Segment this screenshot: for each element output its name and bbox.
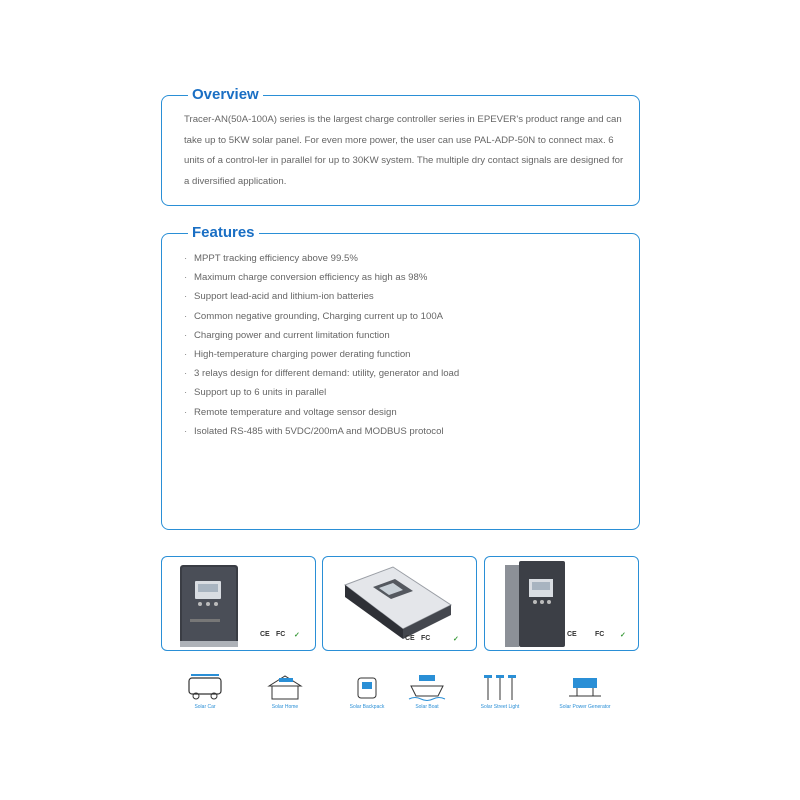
application-label: Solar Backpack — [349, 704, 385, 710]
product-image-side: CE FC ✓ — [484, 556, 639, 651]
application-item: Solar Backpack — [332, 672, 402, 710]
applications-row: Solar Car Solar Home Solar Backpack Sola… — [160, 672, 640, 717]
controller-side-image — [505, 561, 565, 647]
features-panel: Features ·MPPT tracking efficiency above… — [161, 224, 640, 530]
application-item: Solar Power Generator — [550, 672, 620, 710]
application-label: Solar Boat — [415, 704, 439, 710]
controller-front-image — [180, 565, 238, 647]
backpack-icon — [357, 677, 377, 699]
ce-mark: CE — [567, 631, 577, 638]
fc-mark: FC — [421, 635, 431, 642]
controller-angled-image — [343, 566, 453, 639]
features-title: Features — [188, 224, 259, 241]
feature-item: ·Common negative grounding, Charging cur… — [184, 310, 444, 322]
feature-item: ·Isolated RS-485 with 5VDC/200mA and MOD… — [184, 425, 444, 437]
application-label: Solar Street Light — [480, 704, 520, 710]
street-light-icon — [484, 675, 516, 700]
application-item: Solar Street Light — [465, 672, 535, 710]
feature-item: ·Charging power and current limitation f… — [184, 329, 390, 341]
boat-icon — [408, 675, 446, 701]
generator-icon — [569, 678, 601, 697]
features-list: ·MPPT tracking efficiency above 99.5% ·M… — [184, 249, 459, 441]
feature-item: ·High-temperature charging power deratin… — [184, 348, 411, 360]
product-image-front: CE FC ✓ — [161, 556, 316, 651]
ce-mark: CE — [260, 631, 270, 638]
product-image-angled: CE FC ✓ — [322, 556, 477, 651]
application-label: Solar Home — [271, 704, 299, 710]
overview-panel: Overview Tracer-AN(50A-100A) series is t… — [161, 86, 640, 206]
application-item: Solar Car — [170, 672, 240, 710]
recycle-icon: ✓ — [620, 632, 626, 639]
overview-title: Overview — [188, 86, 263, 103]
overview-text: Tracer-AN(50A-100A) series is the larges… — [184, 114, 624, 187]
feature-item: ·MPPT tracking efficiency above 99.5% — [184, 253, 358, 264]
application-item: Solar Home — [250, 672, 320, 710]
feature-item: ·Support up to 6 units in parallel — [184, 387, 327, 399]
application-item: Solar Boat — [392, 672, 462, 710]
car-icon — [188, 674, 222, 700]
recycle-icon: ✓ — [294, 632, 300, 639]
feature-item: ·3 relays design for different demand: u… — [184, 368, 460, 380]
feature-item: ·Remote temperature and voltage sensor d… — [184, 406, 397, 418]
feature-item: ·Support lead-acid and lithium-ion batte… — [184, 291, 374, 303]
ce-mark: CE — [405, 635, 415, 642]
home-icon — [267, 675, 303, 700]
fc-mark: FC — [276, 631, 286, 638]
recycle-icon: ✓ — [453, 636, 459, 643]
fc-mark: FC — [595, 631, 605, 638]
application-label: Solar Power Generator — [559, 704, 611, 710]
application-label: Solar Car — [194, 704, 216, 710]
feature-item: ·Maximum charge conversion efficiency as… — [184, 272, 428, 284]
